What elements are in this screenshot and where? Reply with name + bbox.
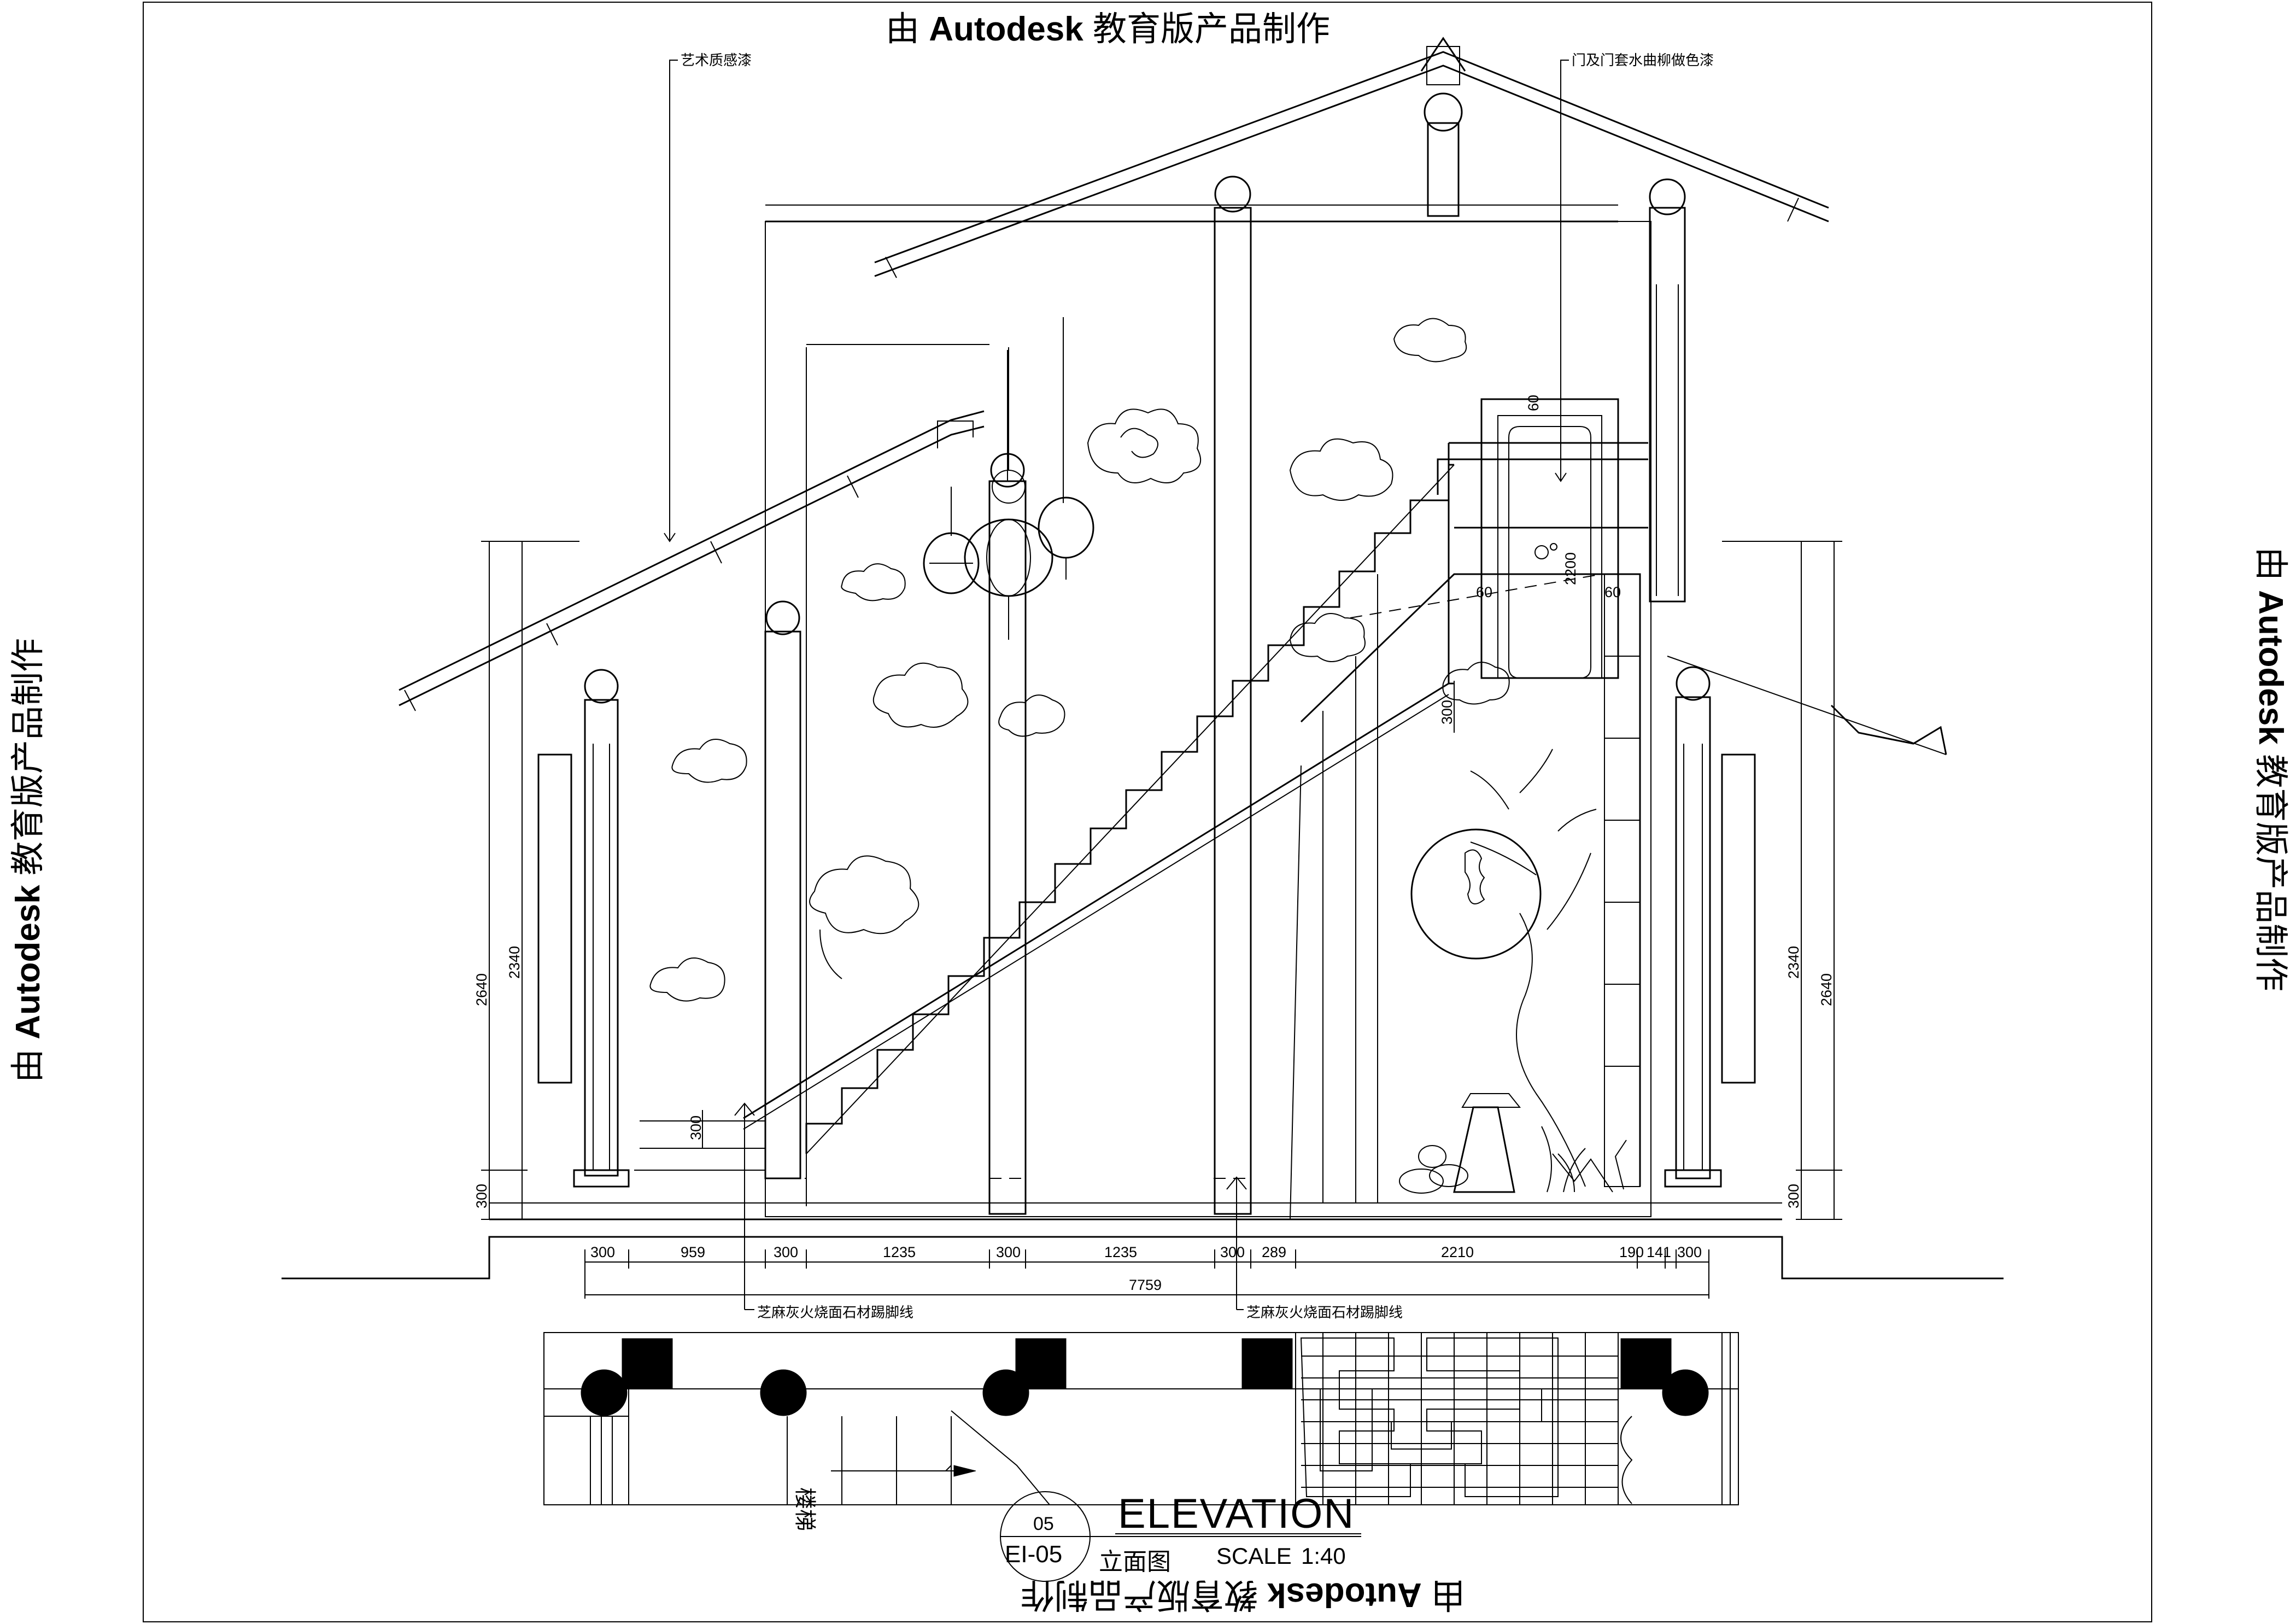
annotation-skirting-left: 芝麻灰火烧面石材踢脚线: [757, 1304, 914, 1321]
sheet-border: [143, 2, 2152, 1622]
dim-door-top: 60: [1525, 394, 1542, 411]
dim-left-2340: 2340: [506, 945, 523, 979]
niche-decor: [1399, 749, 1627, 1194]
dim-left-2640: 2640: [473, 973, 490, 1006]
hidden-lines: [765, 722, 1252, 1214]
dim-landing-riser: 300: [1439, 699, 1455, 725]
watermark-top: 由 Autodesk 教育版产品制作: [886, 10, 1330, 48]
dim-right-300: 300: [1785, 1183, 1802, 1208]
left-lower-roof: [399, 410, 985, 711]
dimension-lines-vertical: [481, 541, 1842, 1220]
dim-bottom-12: 300: [1677, 1244, 1702, 1260]
hanging-lanterns: [923, 317, 1094, 640]
dim-door-left: 60: [1476, 584, 1493, 600]
cloud-motifs: [649, 318, 1510, 1002]
drawing-number: 05: [1033, 1514, 1054, 1534]
watermark-right: 由 Autodesk 教育版产品制作: [2252, 547, 2289, 991]
dim-bottom-5: 300: [996, 1244, 1021, 1260]
main-roof: [765, 37, 1829, 278]
leader-lines: [664, 60, 1569, 1310]
dim-bottom-9: 2210: [1441, 1244, 1474, 1260]
ground-line: [282, 1202, 2004, 1280]
columns: [537, 176, 1756, 1215]
dim-bottom-4: 1235: [883, 1244, 916, 1260]
dim-bottom-2: 959: [681, 1244, 706, 1260]
upper-door: [1480, 398, 1619, 679]
drawing-title: ELEVATION: [1118, 1491, 1355, 1537]
annotation-skirting-right: 芝麻灰火烧面石材踢脚线: [1246, 1304, 1403, 1321]
dim-bottom-3: 300: [774, 1244, 799, 1260]
scale-label: SCALE: [1216, 1543, 1292, 1569]
landing-niche: [1300, 458, 1648, 1203]
staircase: [743, 442, 1648, 1220]
dim-door-right: 60: [1604, 584, 1621, 600]
watermark-bottom: 由 Autodesk 教育版产品制作: [1021, 1576, 1465, 1614]
dim-left-300: 300: [473, 1183, 490, 1208]
watermark-left: 由 Autodesk 教育版产品制作: [9, 638, 47, 1083]
drawing-code: EI-05: [1005, 1541, 1063, 1568]
dim-stair-riser: 300: [688, 1115, 704, 1140]
wall-frame: [634, 221, 1651, 1217]
dim-bottom-1: 300: [590, 1244, 616, 1260]
dim-bottom-10: 190: [1619, 1244, 1644, 1260]
right-lower-roof: [1667, 656, 1947, 755]
stair-label: 楼梯: [793, 1487, 817, 1531]
floor-plan: [543, 1332, 1739, 1505]
dim-bottom-7: 300: [1220, 1244, 1245, 1260]
drawing-subtitle: 立面图: [1099, 1549, 1171, 1575]
dim-right-2340: 2340: [1785, 945, 1802, 979]
annotation-door-paint: 门及门套水曲柳做色漆: [1572, 52, 1714, 68]
dim-bottom-8: 289: [1262, 1244, 1287, 1260]
dim-bottom-11: 141: [1647, 1244, 1672, 1260]
dim-right-2640: 2640: [1818, 973, 1835, 1006]
dim-door-height: 2200: [1562, 552, 1579, 585]
dim-bottom-total: 7759: [1129, 1277, 1162, 1293]
dim-bottom-6: 1235: [1104, 1244, 1138, 1260]
title-block-graphics: [1000, 1491, 1361, 1582]
scale-value: 1:40: [1301, 1543, 1346, 1569]
dimension-lines-bottom: [584, 1249, 1709, 1299]
annotation-art-paint: 艺术质感漆: [681, 52, 752, 68]
